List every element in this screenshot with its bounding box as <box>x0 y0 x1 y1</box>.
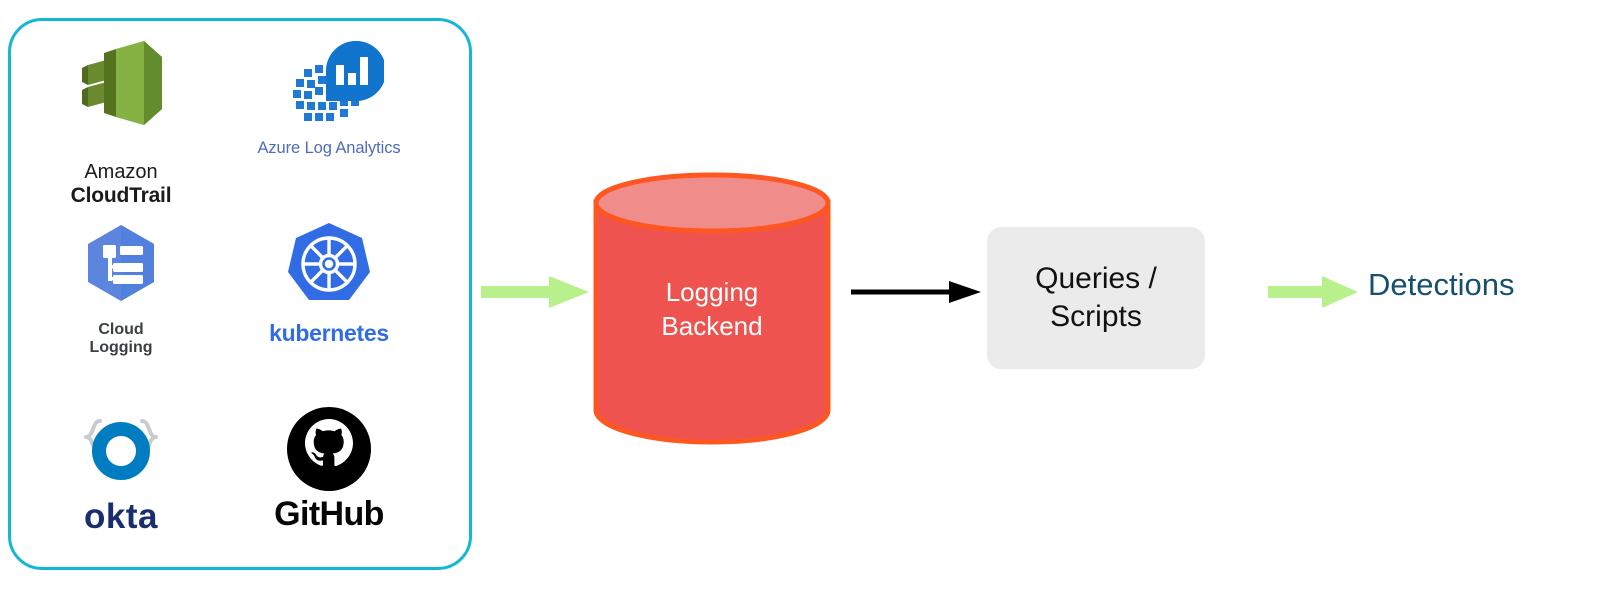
source-label-github: GitHub <box>274 495 384 533</box>
arrow-queries-to-detections <box>1268 272 1360 312</box>
source-label-google-cloud-logging: Cloud Logging <box>89 321 153 356</box>
github-icon <box>274 399 384 499</box>
source-item-kubernetes[interactable]: kubernetes <box>229 217 429 347</box>
source-label-amazon-cloudtrail: Amazon CloudTrail <box>71 139 172 230</box>
source-item-github[interactable]: GitHub <box>229 399 429 533</box>
arrow-sources-to-backend <box>481 272 591 312</box>
log-sources-panel: Amazon CloudTrail <box>8 18 472 570</box>
source-item-azure-log-analytics[interactable]: Azure Log Analytics <box>229 35 429 157</box>
arrow-backend-to-queries <box>851 274 983 310</box>
queries-scripts-label: Queries / Scripts <box>1035 261 1157 333</box>
detections-label: Detections <box>1368 267 1515 302</box>
kubernetes-icon <box>274 217 384 317</box>
logging-backend-cylinder[interactable]: Logging Backend <box>592 172 832 446</box>
google-cloud-logging-icon <box>66 217 176 317</box>
source-item-okta[interactable]: okta <box>21 399 221 536</box>
cloudtrail-label-line1: Amazon <box>84 161 158 184</box>
queries-scripts-box[interactable]: Queries / Scripts <box>987 227 1205 369</box>
source-label-azure-log-analytics: Azure Log Analytics <box>257 139 401 157</box>
cloudtrail-label-line2: CloudTrail <box>70 183 172 207</box>
azure-log-analytics-icon <box>274 35 386 135</box>
source-label-okta: okta <box>84 497 158 536</box>
okta-icon <box>66 399 176 499</box>
source-label-kubernetes: kubernetes <box>269 320 389 346</box>
amazon-cloudtrail-icon <box>66 35 176 135</box>
source-item-google-cloud-logging[interactable]: Cloud Logging <box>21 217 221 357</box>
source-item-amazon-cloudtrail[interactable]: Amazon CloudTrail <box>21 35 221 230</box>
